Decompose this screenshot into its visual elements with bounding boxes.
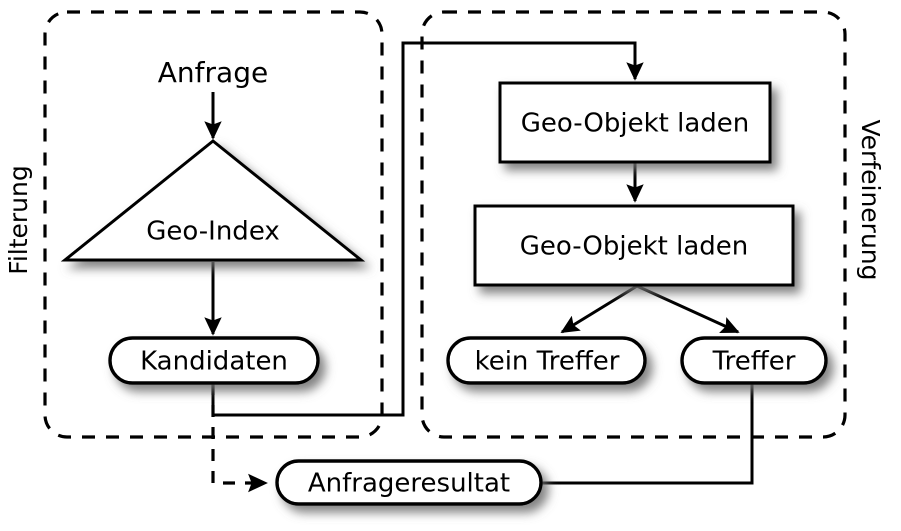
node-geo-index-shape[interactable] (60, 139, 366, 262)
node-treffer-shape[interactable] (680, 336, 828, 385)
edge-kandidaten-to-anfrageresultat (211, 383, 268, 493)
edge-geo-objekt-laden-2-to-treffer (636, 284, 740, 334)
edge-treffer-to-anfrageresultat (541, 383, 754, 485)
node-kandidaten-label: Kandidaten (140, 347, 288, 377)
node-geo-objekt-laden-2[interactable]: Geo-Objekt laden (473, 204, 795, 287)
node-geo-objekt-laden-2-label: Geo-Objekt laden (520, 232, 748, 262)
node-geo-index-label: Geo-Index (146, 217, 280, 247)
group-verfeinerung-border (420, 10, 847, 439)
node-geo-objekt-laden-1-label: Geo-Objekt laden (521, 109, 749, 139)
node-treffer-label: Treffer (712, 347, 796, 377)
node-anfrage: Anfrage (158, 56, 268, 89)
node-anfrageresultat-label: Anfrageresultat (308, 469, 510, 499)
group-verfeinerung-label: Verfeinerung (856, 119, 885, 280)
node-geo-objekt-laden-1[interactable]: Geo-Objekt laden (498, 81, 772, 164)
edge-geo-objekt-laden-2-to-kein-treffer (560, 284, 638, 334)
node-kein-treffer-shape[interactable] (446, 336, 647, 385)
node-treffer[interactable]: Treffer (680, 336, 828, 385)
node-kandidaten-shape[interactable] (108, 336, 320, 385)
edge-layer (204, 41, 754, 493)
node-kein-treffer[interactable]: kein Treffer (446, 336, 647, 385)
node-kein-treffer-label: kein Treffer (475, 347, 620, 377)
node-geo-objekt-laden-1-shape[interactable] (498, 81, 772, 164)
node-anfrageresultat[interactable]: Anfrageresultat (275, 459, 543, 506)
node-geo-index[interactable]: Geo-Index (60, 139, 366, 262)
node-geo-objekt-laden-2-shape[interactable] (473, 204, 795, 287)
node-anfrage-label: Anfrage (158, 56, 268, 89)
group-filterung-label: Filterung (4, 165, 33, 274)
group-verfeinerung: Verfeinerung (420, 10, 885, 439)
node-anfrageresultat-shape[interactable] (275, 459, 543, 506)
node-kandidaten[interactable]: Kandidaten (108, 336, 320, 385)
